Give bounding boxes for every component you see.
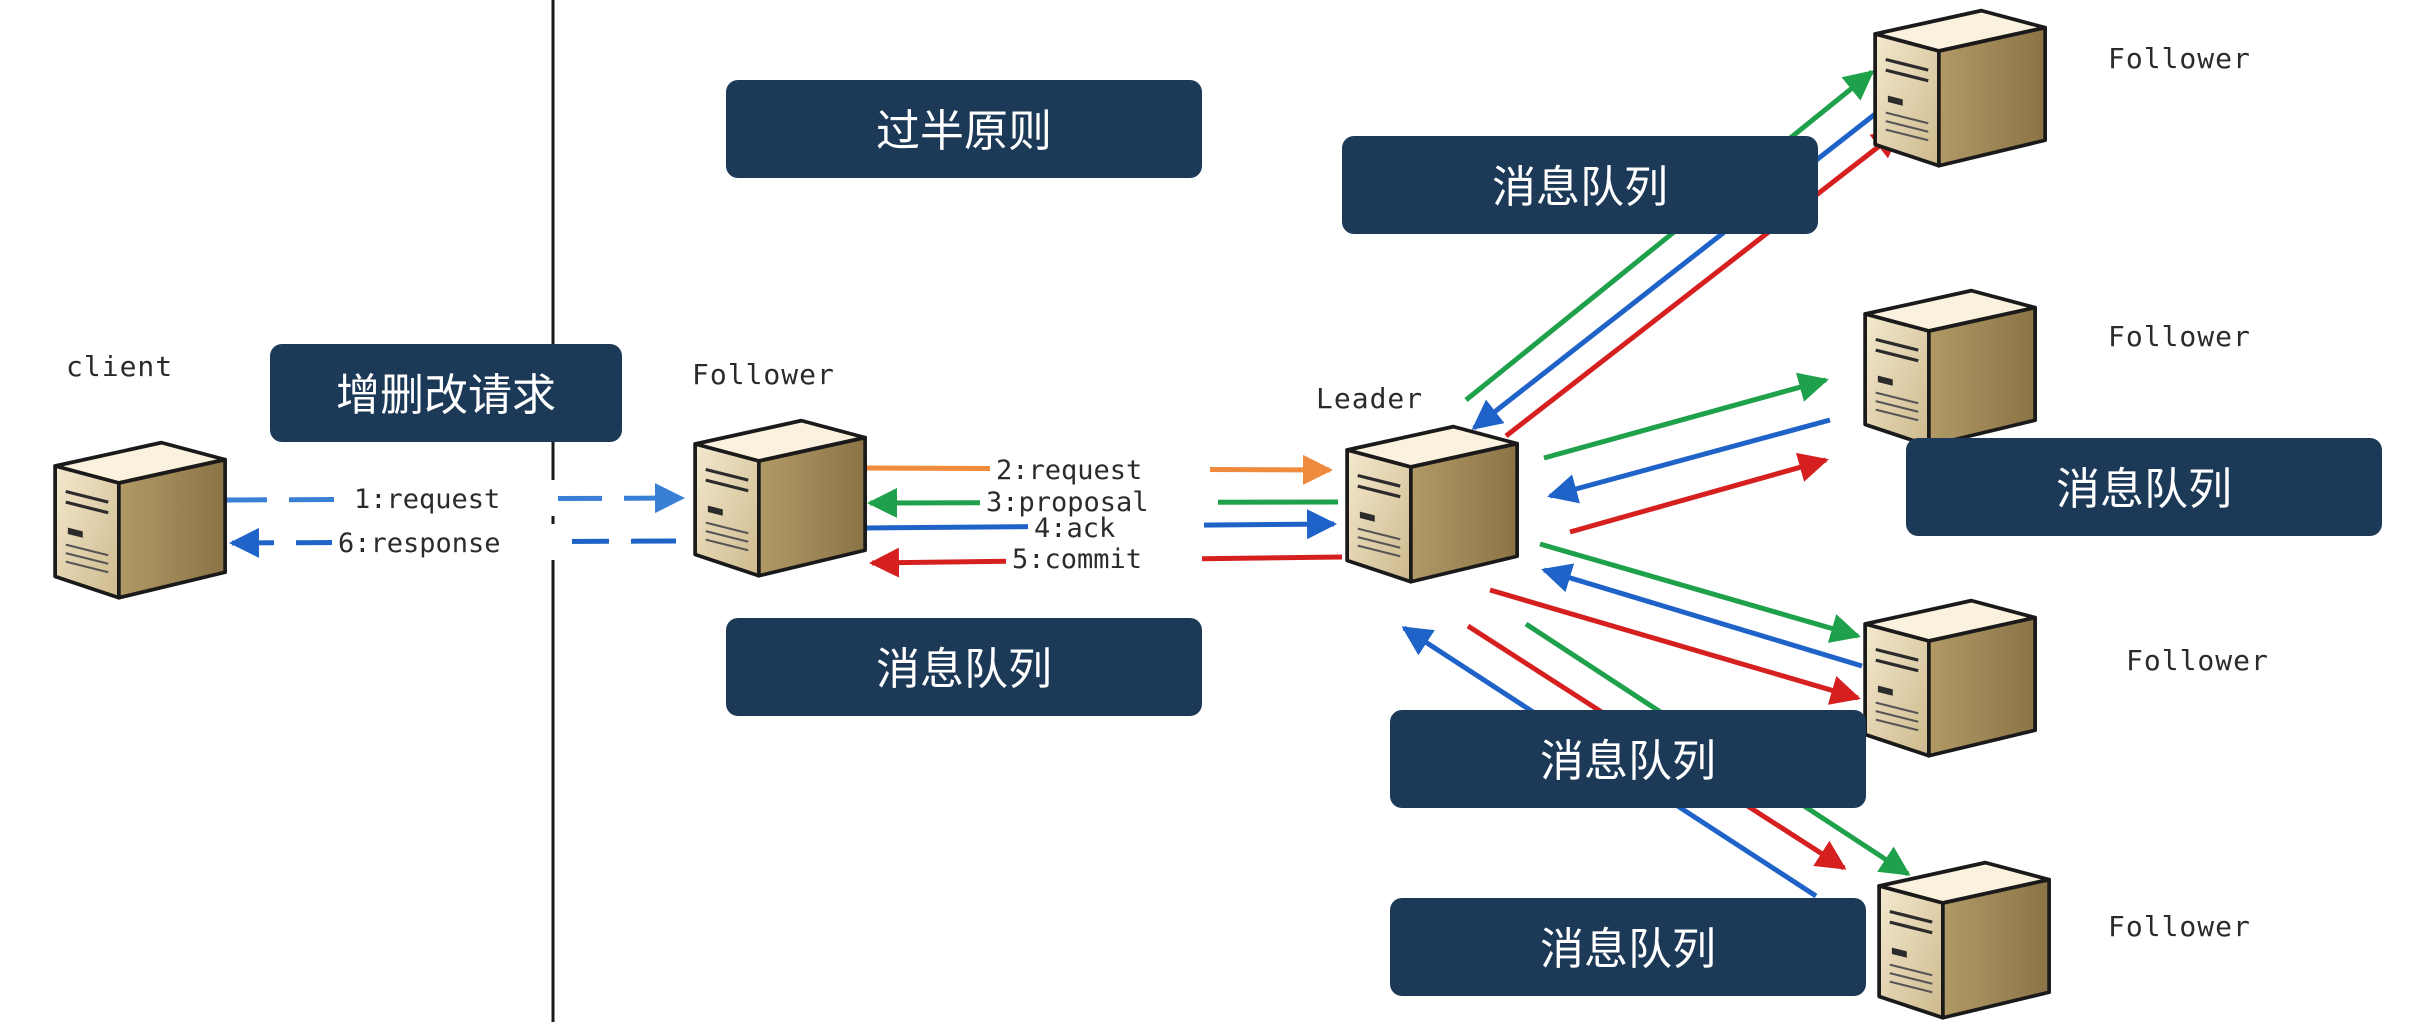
leader-to-follower-2-arrows	[1543, 372, 1831, 535]
leader-label: Leader	[1316, 382, 1423, 415]
message-queue-tag-bottom: 消息队列	[1390, 898, 1866, 996]
follower-3-label: Follower	[2126, 644, 2269, 677]
client-server-icon	[53, 440, 227, 600]
follower-left-label: Follower	[692, 358, 835, 391]
follower-2-label: Follower	[2108, 320, 2251, 353]
client-label: client	[66, 350, 173, 383]
leader-to-follower-1-arrows	[1464, 70, 1903, 438]
message-queue-tag-right-text: 消息队列	[2056, 464, 2232, 515]
majority-rule-tag: 过半原则	[726, 80, 1202, 178]
crud-request-tag-text: 增删改请求	[336, 370, 556, 421]
message-queue-tag-left-text: 消息队列	[876, 644, 1052, 695]
follower-3-server-icon	[1863, 598, 2037, 758]
message-queue-tag-bottom-text: 消息队列	[1540, 924, 1716, 975]
leader-to-follower-3-arrows	[1489, 541, 1863, 705]
follower-4-label: Follower	[2108, 910, 2251, 943]
response-label: 6:response	[338, 528, 501, 559]
message-queue-tag-left: 消息队列	[726, 618, 1202, 716]
message-queue-tag-mid-text: 消息队列	[1540, 736, 1716, 787]
message-queue-tag-mid: 消息队列	[1390, 710, 1866, 808]
commit-label: 5:commit	[1012, 544, 1142, 575]
message-queue-tag-right: 消息队列	[1906, 438, 2382, 536]
message-queue-tag-top: 消息队列	[1342, 136, 1818, 234]
follower-2-server-icon	[1863, 288, 2037, 448]
majority-rule-tag-text: 过半原则	[876, 106, 1052, 157]
follower-1-server-icon	[1873, 8, 2047, 168]
request-label: 1:request	[354, 484, 500, 515]
ack-label: 4:ack	[1034, 513, 1115, 544]
leader-server-icon	[1345, 424, 1519, 584]
forward-request-label: 2:request	[996, 455, 1142, 486]
message-queue-tag-top-text: 消息队列	[1492, 162, 1668, 213]
follower-1-label: Follower	[2108, 42, 2251, 75]
proposal-label: 3:proposal	[986, 487, 1149, 518]
follower-left-server-icon	[693, 418, 867, 578]
crud-request-tag: 增删改请求	[270, 344, 622, 442]
follower-4-server-icon	[1877, 860, 2051, 1020]
